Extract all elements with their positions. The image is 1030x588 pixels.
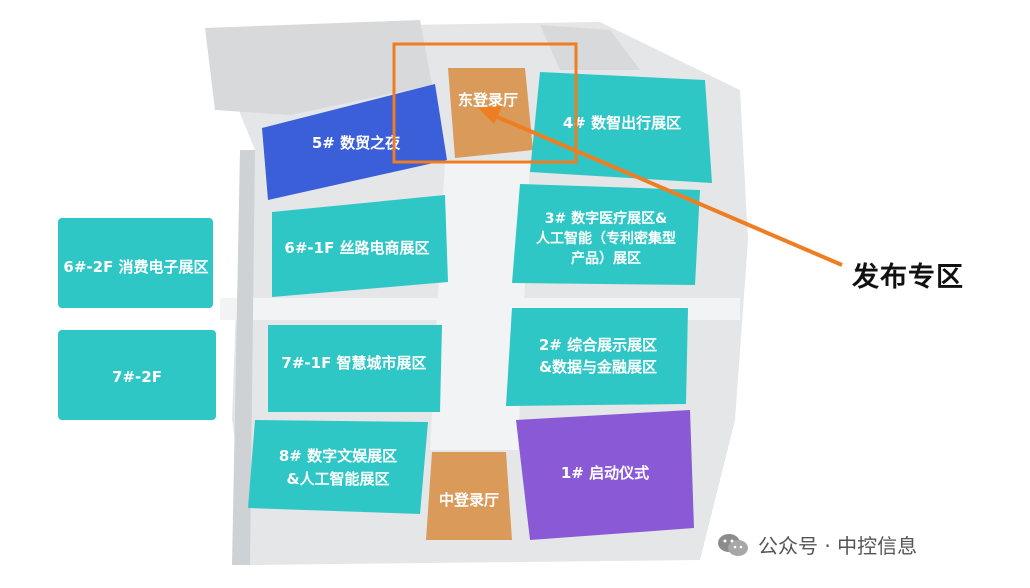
wechat-icon [718, 533, 748, 556]
hall-6-2f-label: 6#-2F 消费电子展区 [63, 258, 208, 276]
hall-3[interactable] [512, 184, 700, 285]
hall-6-2f[interactable] [58, 218, 213, 308]
watermark-text: 公众号 · 中控信息 [758, 534, 918, 558]
hall-3-label-line3: 产品）展区 [571, 250, 641, 267]
west-road [232, 150, 255, 565]
hall-2-label-line1: 2# 综合展示展区 [539, 336, 657, 354]
hall-6-1f[interactable] [272, 195, 448, 297]
hall-3-label-line2: 人工智能（专利密集型 [536, 230, 676, 247]
hall-1-label: 1# 启动仪式 [561, 464, 649, 482]
hall-8-label-line2: &人工智能展区 [286, 470, 389, 488]
arrow-icon [478, 106, 843, 267]
watermark: 公众号 · 中控信息 [716, 530, 917, 559]
hall-2-label-line2: &数据与金融展区 [539, 358, 657, 376]
center-registration-hall[interactable] [426, 452, 512, 540]
hall-7-2f[interactable] [58, 330, 216, 420]
hall-7-2f-label: 7#-2F [112, 368, 162, 386]
hall-8[interactable] [248, 420, 428, 514]
hall-8-label-line1: 8# 数字文娱展区 [279, 447, 397, 465]
hall-3-label-line1: 3# 数字医疗展区& [545, 210, 668, 227]
highlight-box [392, 42, 578, 164]
hall-6-1f-label: 6#-1F 丝路电商展区 [284, 239, 429, 257]
hall-1[interactable] [516, 410, 694, 540]
center-registration-label: 中登录厅 [439, 491, 499, 509]
north-lot [205, 20, 432, 115]
hall-7-1f[interactable] [268, 325, 442, 412]
hall-7-1f-label: 7#-1F 智慧城市展区 [281, 354, 426, 372]
north-east-lot [540, 25, 640, 70]
hall-5[interactable] [262, 84, 447, 200]
hall-4-label: 4# 数智出行展区 [563, 114, 681, 132]
hall-5-label: 5# 数贸之夜 [312, 134, 401, 152]
hall-2[interactable] [506, 308, 688, 406]
east-registration-label: 东登录厅 [458, 91, 518, 109]
release-zone-label: 发布专区 [852, 262, 964, 293]
